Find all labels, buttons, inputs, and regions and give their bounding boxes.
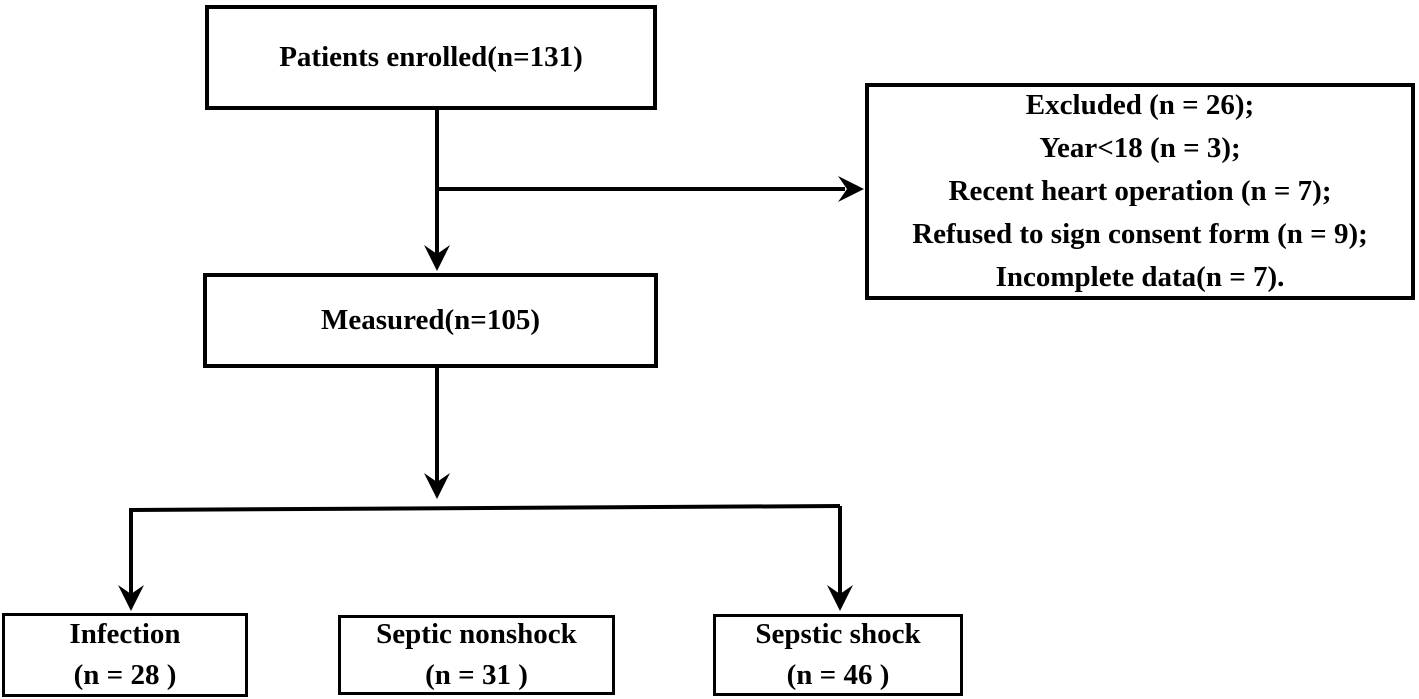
arrowhead-down-rail	[424, 473, 450, 499]
node-septic-nonshock-count: (n = 31 )	[425, 659, 528, 691]
arrowhead-down-shock	[827, 585, 853, 611]
node-excluded-line: Incomplete data(n = 7).	[995, 261, 1285, 293]
node-measured-label: Measured(n=105)	[321, 304, 540, 336]
node-infection: Infection (n = 28 )	[2, 613, 248, 697]
arrowhead-right-excluded	[838, 176, 864, 202]
node-patients-enrolled: Patients enrolled(n=131)	[205, 5, 657, 110]
node-sepstic-shock-count: (n = 46 )	[786, 659, 890, 691]
node-infection-title: Infection	[69, 618, 181, 650]
node-patients-enrolled-label: Patients enrolled(n=131)	[279, 41, 583, 73]
node-excluded: Excluded (n = 26); Year<18 (n = 3); Rece…	[865, 83, 1415, 300]
node-excluded-line: Excluded (n = 26);	[1025, 89, 1255, 121]
node-septic-nonshock-title: Septic nonshock	[376, 618, 577, 650]
connector-rail	[130, 504, 841, 512]
node-sepstic-shock-title: Sepstic shock	[755, 618, 921, 650]
node-excluded-line: Year<18 (n = 3);	[1039, 132, 1241, 164]
node-excluded-line: Recent heart operation (n = 7);	[948, 175, 1332, 207]
node-infection-count: (n = 28 )	[73, 659, 177, 691]
node-sepstic-shock: Sepstic shock (n = 46 )	[713, 614, 963, 696]
node-excluded-line: Refused to sign consent form (n = 9);	[912, 218, 1368, 250]
arrowhead-down-measured	[424, 245, 450, 271]
node-septic-nonshock: Septic nonshock (n = 31 )	[338, 615, 615, 695]
node-measured: Measured(n=105)	[203, 273, 658, 368]
arrowhead-down-infection	[118, 585, 144, 611]
